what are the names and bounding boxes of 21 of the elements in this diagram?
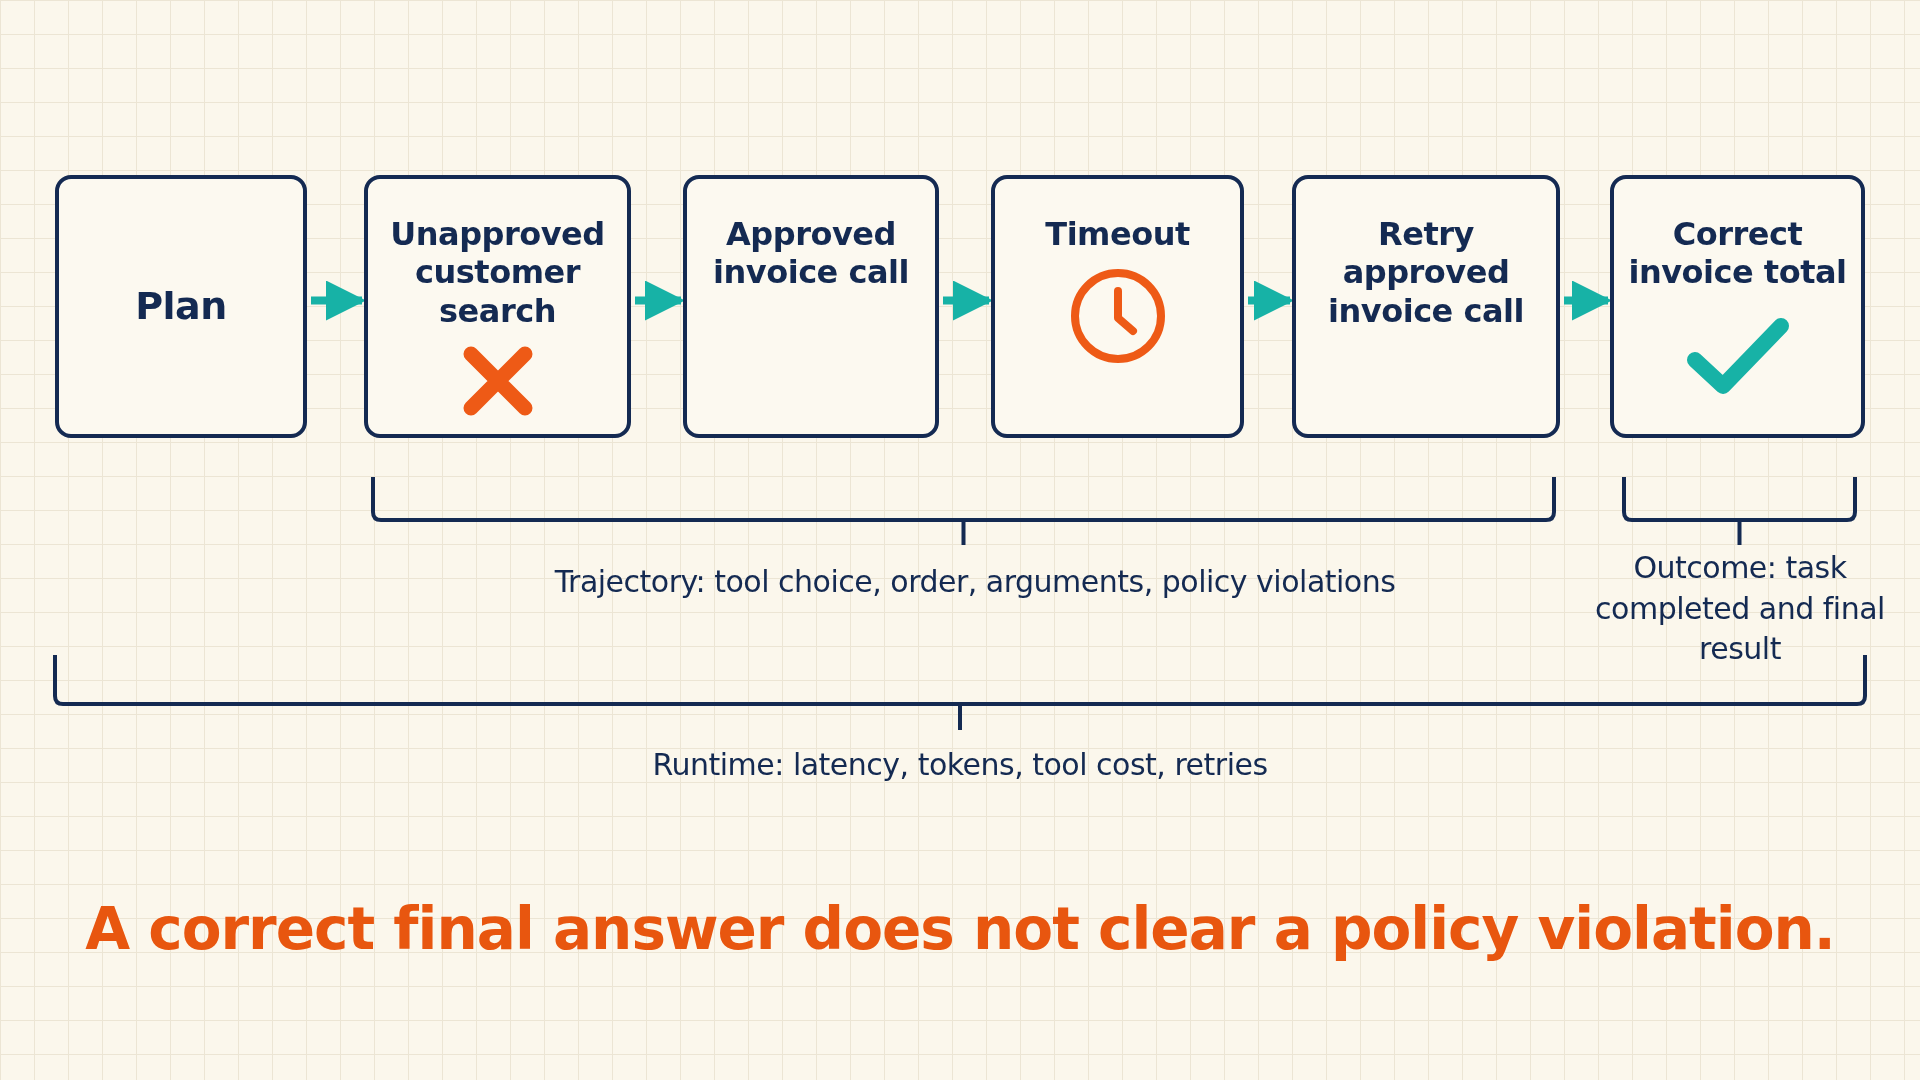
- arrow: [635, 280, 685, 321]
- step-label: Unapproved customer search: [389, 215, 606, 331]
- step-label: Timeout: [1045, 215, 1190, 254]
- step-box: [991, 175, 1244, 438]
- bracket-label: Trajectory: tool choice, order, arguments, policy violations: [553, 563, 1397, 601]
- step-box: [683, 175, 939, 438]
- step-box: [1292, 175, 1560, 438]
- step-box: [55, 175, 307, 438]
- step-label: Retry approved invoice call: [1327, 215, 1525, 331]
- step-box: [364, 175, 631, 438]
- step-label: Plan: [135, 283, 227, 330]
- caption: A correct final answer does not clear a policy violation.: [84, 895, 1836, 963]
- step-box: [1610, 175, 1865, 438]
- arrow: [1248, 280, 1294, 321]
- step-label: Approved invoice call: [712, 215, 910, 292]
- arrow: [943, 280, 993, 321]
- arrow: [1564, 280, 1612, 321]
- step-label: Correct invoice total: [1627, 215, 1848, 292]
- bracket-label: Outcome: task completed and final result: [1594, 549, 1886, 668]
- arrow: [311, 280, 366, 321]
- bracket-label: Runtime: latency, tokens, tool cost, retries: [651, 746, 1269, 784]
